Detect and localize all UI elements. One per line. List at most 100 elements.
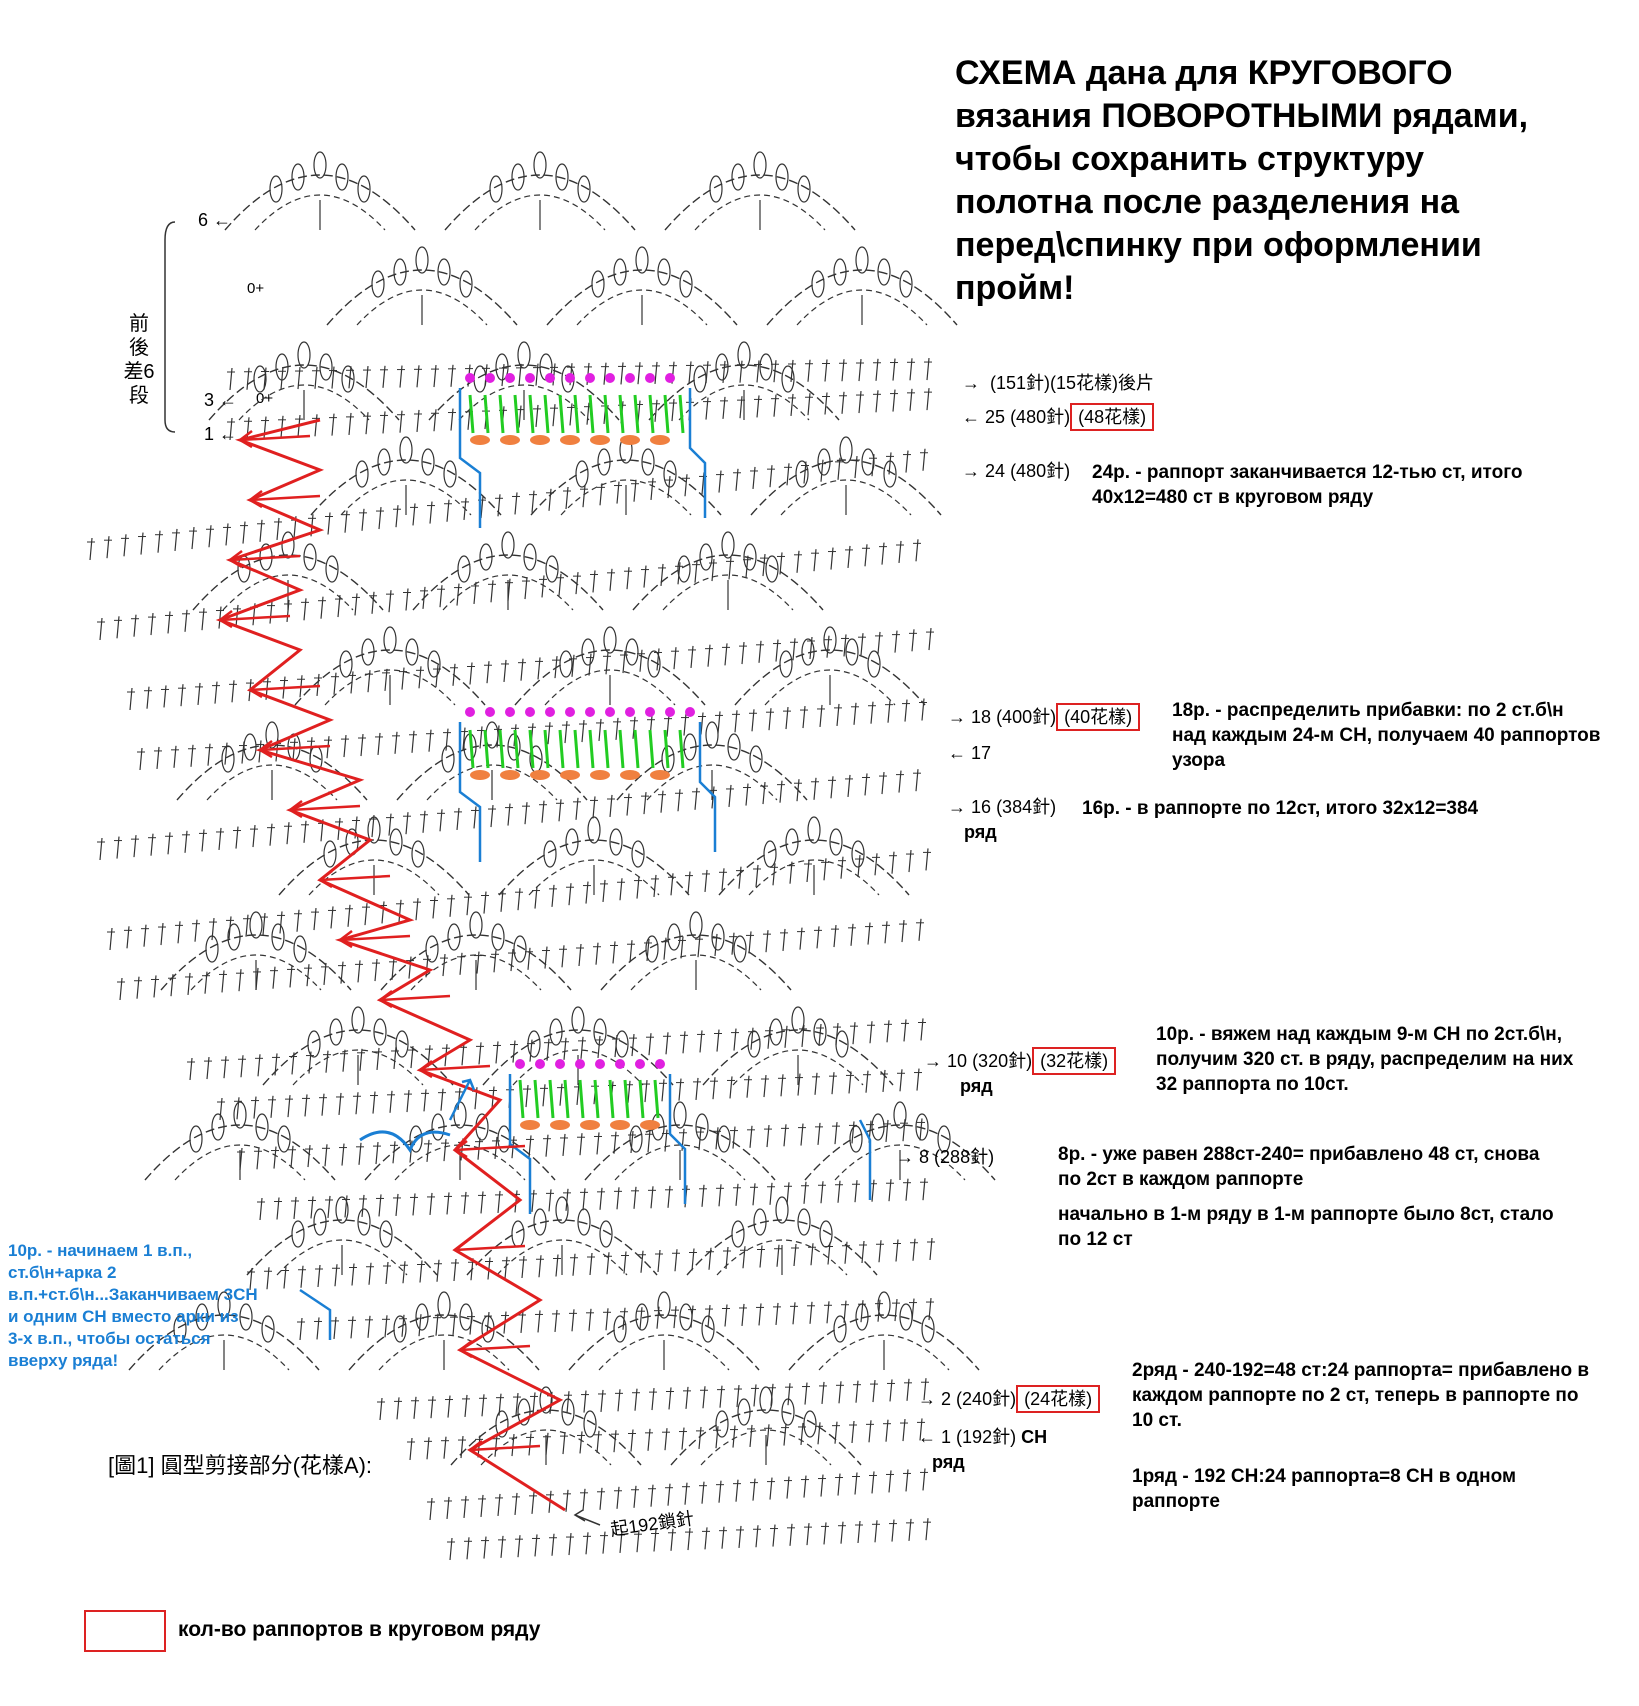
stitch-mark (439, 585, 443, 608)
fan-arc-inner (222, 574, 354, 611)
picot-loop (239, 1303, 253, 1331)
picot-loop (307, 1030, 321, 1058)
magenta-mark (585, 707, 595, 717)
stitch-mark (252, 825, 256, 848)
picot-loop (511, 163, 525, 191)
stitch-mark (695, 1077, 699, 1100)
picot-loop (379, 1220, 393, 1248)
picot-loop (189, 1125, 203, 1153)
picot-loop (915, 1113, 929, 1141)
picot-loop (559, 650, 573, 678)
stitch-mark (558, 573, 562, 596)
stitch-mark (742, 1246, 746, 1269)
stitch-mark (841, 391, 845, 414)
stitch-mark (840, 1521, 844, 1544)
magenta-mark (565, 373, 575, 383)
stitch-mark (850, 923, 854, 946)
green-stitch (663, 394, 670, 434)
stitch-mark (776, 1244, 780, 1267)
picot-loop (341, 365, 355, 393)
stitch-mark (810, 1243, 814, 1266)
stitch-mark (534, 886, 538, 909)
repeat-box-24: (24花樣) (1016, 1385, 1101, 1413)
picot-loop (599, 1220, 613, 1248)
side-label: 前後差6段 (123, 313, 155, 407)
green-stitch (543, 729, 550, 769)
picot-loop (803, 1410, 817, 1438)
green-stitch (678, 729, 685, 769)
red-arrow (452, 1240, 526, 1259)
stitch-mark (461, 1043, 465, 1066)
stitch-mark (616, 1187, 620, 1210)
stitch-mark (429, 1192, 433, 1215)
stitch-mark (639, 649, 643, 672)
stitch-mark (858, 358, 862, 382)
stitch-mark (596, 1430, 600, 1453)
stitch-mark (847, 774, 851, 797)
stitch-mark (306, 964, 310, 987)
stitch-mark (699, 1030, 703, 1053)
fan-arc (192, 554, 384, 611)
picot-loop (629, 1125, 643, 1153)
stitch-mark (629, 940, 633, 963)
fan-arc-inner (340, 479, 472, 516)
stitch-mark (399, 365, 403, 388)
stitch-mark (236, 1097, 240, 1120)
stitch-mark (303, 820, 307, 843)
stitch-mark (599, 1487, 603, 1510)
picot-loop (921, 1315, 935, 1343)
note-row-8: 8р. - уже равен 288ст-240= прибавлено 48… (1058, 1144, 1540, 1190)
stitch-mark (687, 871, 691, 894)
stitch-mark (422, 810, 426, 833)
stitch-mark (418, 666, 422, 689)
picot-loop (243, 733, 257, 761)
stitch-mark (668, 1387, 672, 1410)
stitch-mark (201, 829, 205, 852)
stitch-mark (929, 1237, 933, 1261)
picot-loop (409, 1125, 423, 1153)
stitch-mark (314, 414, 318, 437)
stitch-mark (707, 644, 711, 667)
picot-loop (297, 341, 311, 369)
stitch-mark (838, 1381, 842, 1404)
green-stitch (533, 1079, 540, 1119)
picot-loop (721, 531, 735, 559)
stitch-mark (864, 544, 868, 567)
picot-loop (823, 626, 837, 654)
stitch-mark (605, 652, 609, 675)
stitch-mark (416, 365, 420, 388)
stitch-mark (412, 1193, 416, 1216)
stitch-mark (548, 1189, 552, 1212)
stitch-mark (207, 743, 211, 766)
magenta-mark (645, 373, 655, 383)
stitch-mark (568, 1532, 572, 1556)
stitch-mark (405, 588, 409, 611)
green-stitch (678, 394, 685, 434)
stitch-mark (847, 545, 851, 568)
stitch-mark (704, 1527, 708, 1550)
picot-loop (431, 1113, 445, 1141)
green-stitch (633, 729, 640, 769)
stitch-mark (820, 1474, 824, 1497)
fan-arc-inner (512, 1049, 644, 1086)
blue-bracket-right (668, 1074, 687, 1204)
picot-loop (265, 721, 279, 749)
picot-loop (441, 745, 455, 773)
stitch-mark (582, 1188, 586, 1211)
picot-loop (871, 1113, 885, 1141)
fan-arc (482, 1029, 674, 1086)
picot-loop (849, 1125, 863, 1153)
fan-arc (514, 649, 706, 706)
stitch-mark (490, 580, 494, 603)
stitch-mark (824, 359, 828, 382)
stitch-mark (666, 714, 670, 737)
picot-loop (393, 1315, 407, 1343)
stitch-mark (871, 1471, 875, 1494)
stitch-mark (821, 1381, 825, 1404)
red-arrow (467, 1440, 541, 1459)
stitch-mark (749, 1125, 753, 1148)
diagram-title: СХЕМА дана для КРУГОВОГО вязания ПОВОРОТ… (955, 54, 1529, 307)
orange-chain (590, 770, 610, 780)
fan-arc (584, 1124, 776, 1181)
stitch-mark (429, 501, 433, 524)
